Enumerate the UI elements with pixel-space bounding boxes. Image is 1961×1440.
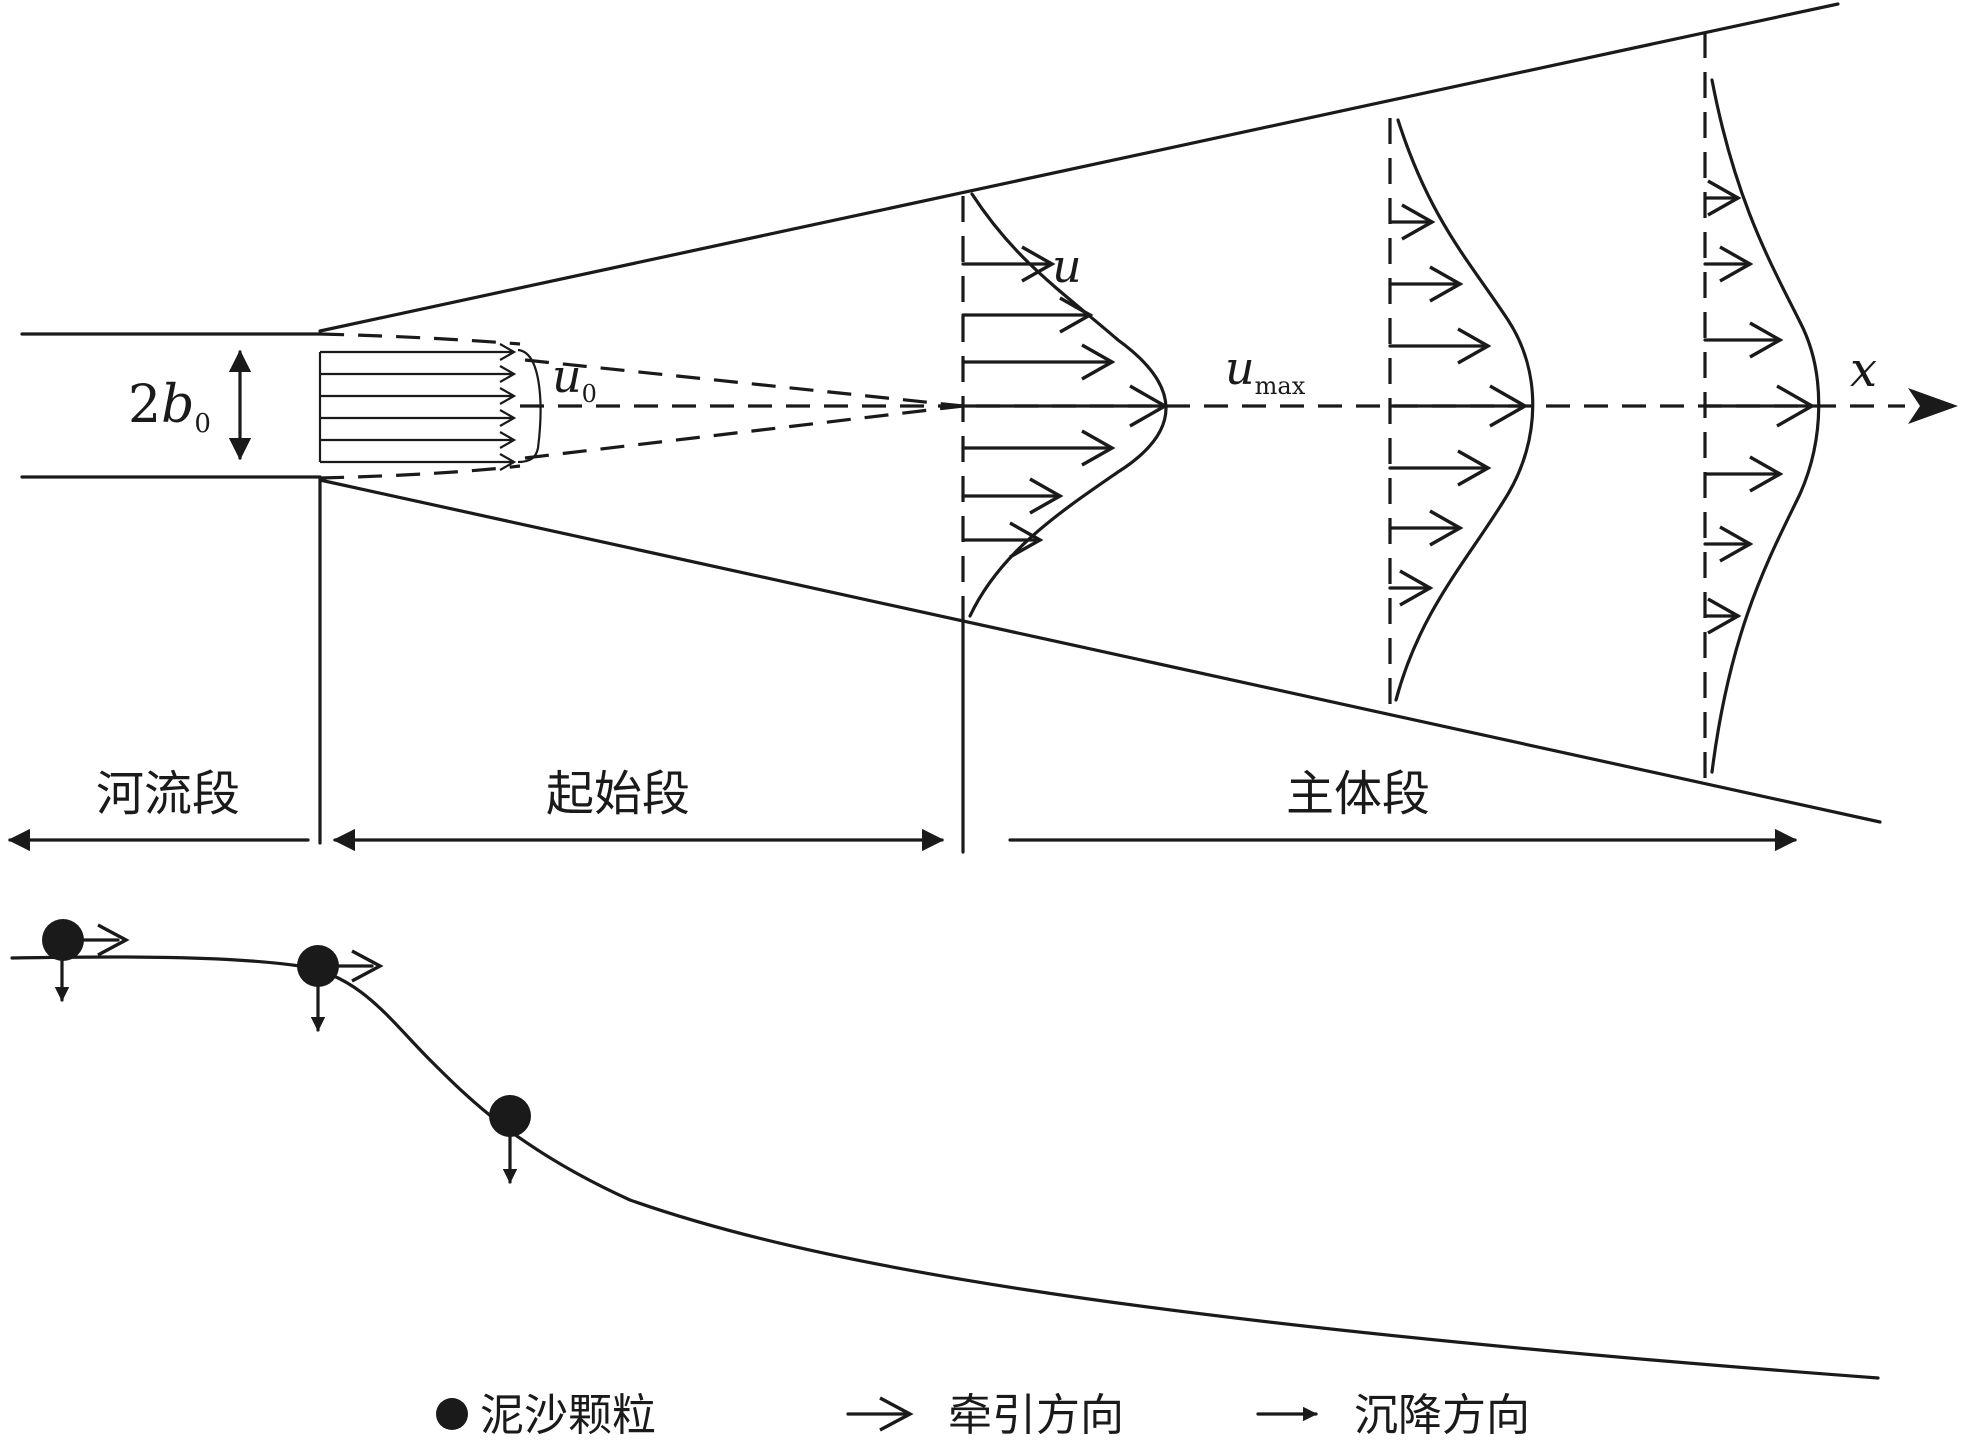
x-axis-arrowhead: [1908, 388, 1958, 424]
velocity-profile-2: [1388, 118, 1535, 712]
particle-3: [489, 1095, 531, 1184]
velocity-profile-1: [961, 192, 1169, 854]
u0-label: u0: [552, 349, 597, 408]
width-label: 2b0: [128, 375, 211, 439]
legend-particle-icon: [436, 1398, 468, 1430]
legend-settling-label: 沉降方向: [1354, 1390, 1530, 1440]
initial-velocity-profile: [318, 332, 542, 480]
bed-profile-curve: [10, 955, 1880, 1380]
particle-2: [297, 945, 384, 1032]
core-lower-dash: [524, 404, 964, 460]
u-label: u: [1052, 239, 1082, 293]
section-main-label: 主体段: [1286, 766, 1430, 822]
jet-upper-boundary: [318, 2, 1840, 333]
legend-traction-label: 牵引方向: [948, 1390, 1124, 1440]
particle-1: [42, 919, 130, 1002]
section-river-label: 河流段: [96, 766, 240, 822]
legend-traction-icon: [846, 1396, 914, 1432]
legend-particle-label: 泥沙颗粒: [480, 1390, 656, 1440]
umax-label: umax: [1225, 341, 1306, 400]
velocity-profile-3: [1703, 32, 1821, 778]
legend: 泥沙颗粒 牵引方向 沉降方向: [436, 1390, 1530, 1440]
jet-lower-boundary: [318, 478, 1882, 824]
section-initial-label: 起始段: [546, 766, 690, 822]
x-axis-label: x: [1850, 342, 1877, 398]
uniform-arrows: [320, 343, 517, 471]
